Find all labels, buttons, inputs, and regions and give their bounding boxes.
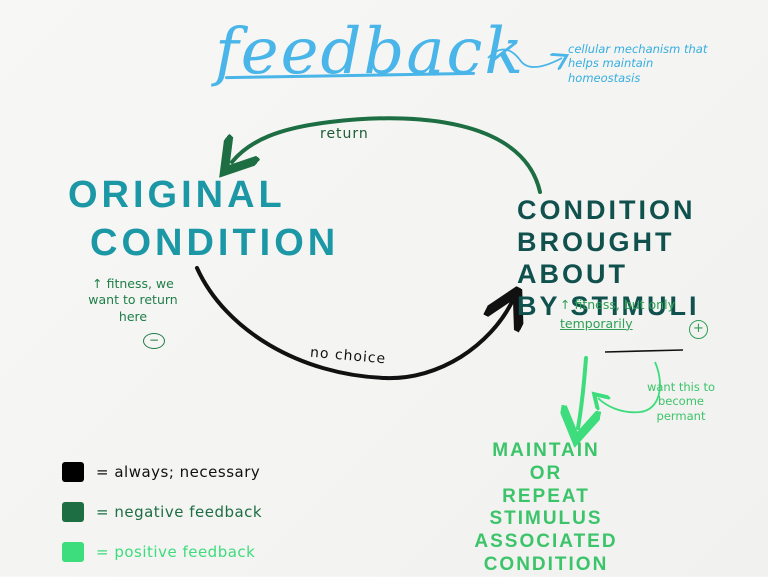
temporarily-underline [604, 349, 684, 353]
original-condition: ORIGINAL CONDITION [68, 172, 339, 267]
stimuli-condition-line2: BROUGHT ABOUT [517, 226, 675, 289]
maintain-line1: MAINTAIN [492, 440, 600, 461]
legend-swatch-negative [62, 502, 84, 522]
legend-row-negative: = negative feedback [62, 496, 262, 528]
stimuli-condition-line3: BY STIMULI [517, 290, 700, 321]
title-note: cellular mechanism that helps maintain h… [568, 42, 708, 85]
stimuli-note-emphasis: temporarily [560, 315, 633, 331]
legend-swatch-always [62, 462, 84, 482]
maintain-line4: STIMULUS [489, 508, 603, 530]
plus-symbol: + [689, 320, 708, 339]
legend-swatch-positive [62, 542, 84, 562]
positive-arrow [578, 356, 586, 428]
original-condition-line2: CONDITION [90, 221, 340, 264]
maintain-line3: REPEAT [502, 485, 590, 507]
original-condition-line1: ORIGINAL [68, 174, 286, 216]
maintain-line2: OR [529, 462, 563, 484]
legend-label-positive: = positive feedback [96, 543, 256, 561]
legend-label-negative: = negative feedback [96, 503, 263, 521]
return-label: return [320, 126, 369, 142]
stimuli-condition-line1: CONDITION [517, 195, 696, 225]
legend-label-always: = always; necessary [96, 463, 261, 481]
original-condition-note: ↑ fitness, we want to return here [88, 276, 178, 324]
stimuli-condition: CONDITION BROUGHT ABOUT BY STIMULI [517, 195, 768, 322]
stimuli-note-prefix: ↑ fitness, but only [560, 297, 675, 312]
stimuli-condition-note: ↑ fitness, but only temporarily [560, 296, 720, 334]
maintain-line5: ASSOCIATED [474, 531, 618, 553]
legend-row-always: = always; necessary [62, 456, 262, 488]
legend: = always; necessary = negative feedback … [62, 456, 262, 576]
legend-row-positive: = positive feedback [62, 536, 262, 568]
no-choice-label: no choice [309, 344, 387, 368]
maintain-line6: CONDITION [483, 553, 609, 575]
want-note: want this to become permant [646, 380, 716, 423]
maintain-box: MAINTAIN OR REPEAT STIMULUS ASSOCIATED C… [466, 440, 626, 577]
minus-symbol: − [143, 333, 165, 349]
